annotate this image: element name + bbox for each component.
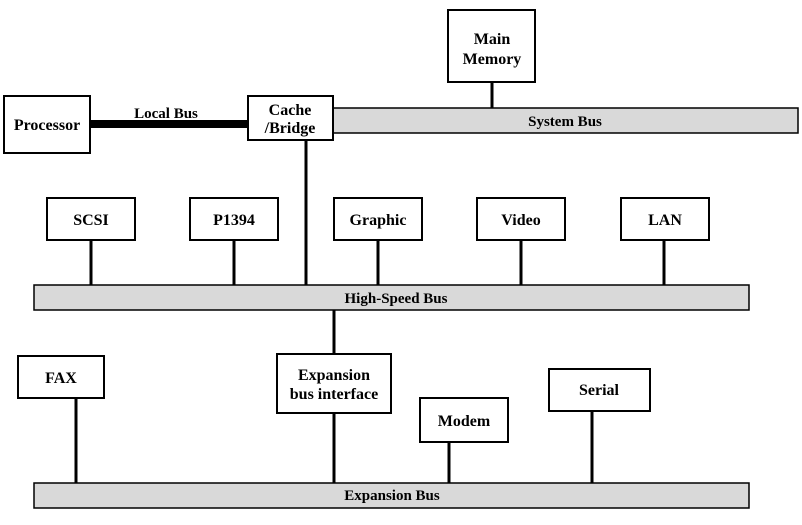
processor-box: Processor — [3, 95, 91, 154]
local-bus-label: Local Bus — [134, 106, 198, 122]
expansion-interface-box: Expansion bus interface — [276, 353, 392, 414]
processor-label: Processor — [14, 117, 80, 134]
modem-box: Modem — [419, 397, 509, 443]
graphic-label: Graphic — [350, 212, 407, 229]
serial-label: Serial — [579, 382, 620, 399]
expansion-interface-label-line1: Expansion — [298, 367, 370, 384]
system-bus-label: System Bus — [528, 114, 602, 130]
scsi-box: SCSI — [46, 197, 136, 241]
lan-box: LAN — [620, 197, 710, 241]
scsi-label: SCSI — [73, 212, 109, 229]
video-box: Video — [476, 197, 566, 241]
modem-label: Modem — [438, 413, 491, 430]
system-bus: System Bus — [331, 107, 799, 134]
main-memory-label-line2: Memory — [463, 51, 522, 68]
main-memory-label-line1: Main — [474, 31, 511, 48]
high-speed-bus-label: High-Speed Bus — [345, 291, 448, 307]
graphic-box: Graphic — [333, 197, 423, 241]
fax-box: FAX — [17, 355, 105, 399]
expansion-interface-label-line2: bus interface — [290, 386, 378, 403]
main-memory-box: Main Memory — [447, 9, 536, 83]
expansion-bus: Expansion Bus — [33, 482, 750, 509]
cache-bridge-label-line2: /Bridge — [264, 120, 316, 137]
cache-bridge-box: Cache /Bridge — [247, 95, 334, 141]
expansion-bus-label: Expansion Bus — [344, 488, 440, 504]
video-label: Video — [501, 212, 540, 229]
p1394-box: P1394 — [189, 197, 279, 241]
high-speed-bus: High-Speed Bus — [33, 284, 750, 311]
p1394-label: P1394 — [213, 212, 255, 229]
lan-label: LAN — [648, 212, 682, 229]
fax-label: FAX — [45, 370, 77, 387]
cache-bridge-label-line1: Cache — [269, 102, 312, 119]
serial-box: Serial — [548, 368, 651, 412]
